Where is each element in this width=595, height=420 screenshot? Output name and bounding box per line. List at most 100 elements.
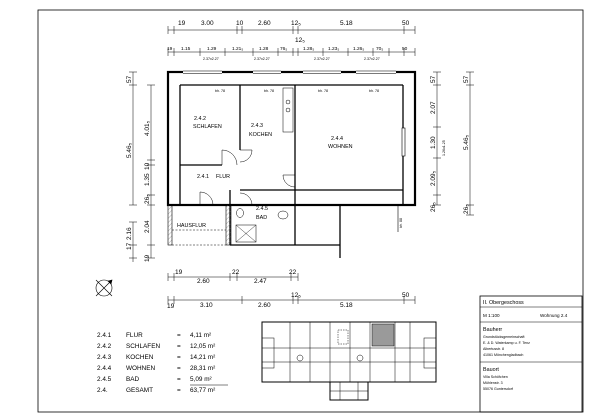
- area-row-4-number: 2.4.4: [97, 365, 112, 372]
- hausflur-lines: [172, 229, 226, 246]
- dim-left-inner-4: 26₅: [144, 194, 151, 204]
- window-label-2: bh. 78: [264, 89, 274, 93]
- dim-row2-8: 1.23₅: [328, 46, 339, 52]
- area-row-4-eq: =: [177, 365, 181, 372]
- title-block-title: II. Obergeschoss: [483, 300, 524, 306]
- title-block-project-heading: Bauort: [483, 367, 499, 373]
- area-row-5-eq: =: [177, 376, 181, 383]
- area-row-4-name: WOHNEN: [126, 365, 155, 372]
- doors: [199, 149, 296, 206]
- title-block-owner-line-4: 41061 Mönchengladbach: [483, 353, 523, 357]
- dim-sub-1: 2.37x2.27: [203, 57, 219, 61]
- wash-basin-icon: [277, 210, 289, 220]
- dim-bottom-9: 12₅: [291, 292, 301, 299]
- title-block-owner-line-3: Albertusstr. 8: [483, 347, 504, 351]
- hatched-wall-2: [167, 204, 173, 246]
- title-block-unit: Wohnung 2.4: [540, 313, 568, 318]
- area-row-2-eq: =: [177, 343, 181, 350]
- room-kochen-number: 2.4.3: [251, 123, 263, 129]
- bottom-dimension-lines: [167, 273, 416, 304]
- room-hausflur-label: HAUSFLUR: [177, 223, 206, 229]
- area-row-3-eq: =: [177, 354, 181, 361]
- room-schlafen-label: SCHLAFEN: [193, 124, 222, 130]
- dim-top-3: 10: [236, 20, 244, 27]
- dim-bottom-5: 22: [289, 269, 297, 276]
- dim-bottom-10: 5.18: [340, 302, 353, 309]
- dim-right-outer-3: 26₅: [463, 204, 470, 214]
- dim-sub-3: 2.37x2.27: [314, 57, 330, 61]
- dim-right-window: 1.26x1.25: [442, 140, 446, 156]
- floor-plan: [166, 70, 417, 258]
- area-row-1-eq: =: [177, 332, 181, 339]
- area-row-6-eq: =: [177, 387, 181, 394]
- dim-row2-7: 1.28₅: [303, 46, 314, 52]
- interior-walls: [168, 84, 404, 250]
- bathtub: [235, 224, 257, 243]
- sheet-border: [37, 9, 584, 413]
- title-block-owner-line-2: E. & D. Waterkamp u. F. Tenz: [483, 341, 530, 345]
- dim-top-7: 50: [402, 20, 410, 27]
- area-row-2-value: 12,05 m²: [190, 343, 215, 350]
- area-row-6-name: GESAMT: [126, 387, 153, 394]
- title-block-project-line-3: 55076 Guntersdorf: [483, 387, 513, 391]
- left-dimension-lines: [129, 71, 155, 262]
- dim-row2-2: 1.15: [181, 46, 191, 52]
- dim-top-6: 5.18: [340, 20, 353, 27]
- room-flur-number: 2.4.1: [197, 174, 209, 180]
- dim-bottom-2: 2.60: [197, 278, 210, 285]
- dim-row2-6: 76₅: [280, 46, 287, 52]
- key-plan: [261, 321, 437, 401]
- area-row-3-number: 2.4.3: [97, 354, 112, 361]
- dim-bottom-4: 2.47: [254, 278, 267, 285]
- area-row-2-number: 2.4.2: [97, 343, 112, 350]
- area-row-3-value: 14,21 m²: [190, 354, 215, 361]
- toilet-icon: [236, 208, 244, 218]
- hatched-wall-1: [225, 204, 232, 246]
- north-arrow-icon: [95, 279, 113, 297]
- dim-bottom-7: 3.10: [200, 302, 213, 309]
- area-table: 2.4.1 2.4.2 2.4.3 2.4.4 2.4.5 2.4. FLUR …: [97, 332, 228, 394]
- area-row-5-number: 2.4.5: [97, 376, 112, 383]
- outer-wall: [166, 70, 417, 207]
- dim-right-inner-2: 2.07: [430, 101, 437, 114]
- area-row-5-value: 5,09 m²: [190, 376, 212, 383]
- dim-bottom-8: 2.60: [258, 302, 271, 309]
- dim-left-bottom-2: 2.16: [126, 227, 133, 240]
- dim-right-outer-2: 5.46₅: [463, 134, 470, 150]
- dim-bottom-6: 19: [167, 303, 175, 310]
- dim-row2-11: 50: [402, 46, 408, 52]
- top-dimension-chain-1: [167, 26, 416, 34]
- room-flur-label: FLUR: [216, 174, 230, 180]
- area-row-3-name: KOCHEN: [126, 354, 154, 361]
- dim-sub-4: 2.37x2.27: [364, 57, 380, 61]
- dim-left-inner-5: 2.04: [144, 220, 151, 233]
- area-row-1-name: FLUR: [126, 332, 143, 339]
- key-plan-highlight: [371, 323, 395, 347]
- dim-top-4: 2.60: [258, 20, 271, 27]
- stove-icon: [285, 99, 291, 105]
- kitchen-counter: [282, 87, 294, 133]
- dim-top-mid: 12₅: [295, 37, 305, 44]
- room-wohnen-number: 2.4.4: [331, 136, 343, 142]
- room-schlafen-number: 2.4.2: [194, 116, 206, 122]
- area-row-1-number: 2.4.1: [97, 332, 112, 339]
- room-bad-number: 2.4.5: [256, 206, 268, 212]
- area-row-2-name: SCHLAFEN: [126, 343, 160, 350]
- area-row-5-name: BAD: [126, 376, 140, 383]
- title-block-project-line-1: Villa Schöfchen: [483, 375, 508, 379]
- dim-left-bottom-1: 17: [126, 242, 133, 250]
- area-row-6-number: 2.4.: [97, 387, 108, 394]
- dim-left-inner-1: 4.01₅: [144, 120, 151, 136]
- dim-left-inner-2: 10: [144, 162, 151, 170]
- window-right: [401, 127, 406, 157]
- room-bad-label: BAD: [256, 215, 267, 221]
- top-dimension-chain-2: [167, 48, 416, 56]
- dim-right-inner-1: 57: [430, 75, 437, 83]
- window-label-1: bh. 78: [215, 89, 225, 93]
- title-block-project-line-2: Mühlenstr. 3: [483, 381, 503, 385]
- dim-left-bottom-3: 19: [144, 254, 151, 262]
- dim-bottom-11: 50: [402, 292, 410, 299]
- window-label-3: bh. 78: [318, 89, 328, 93]
- room-wohnen-label: WOHNEN: [328, 144, 353, 150]
